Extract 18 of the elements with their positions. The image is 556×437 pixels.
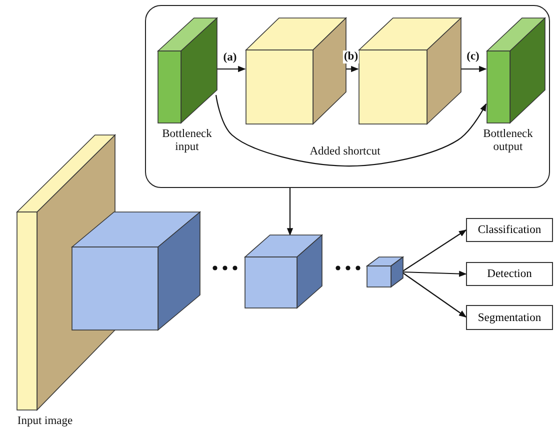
arrow [216,66,246,72]
output-task-box: Segmentation [466,305,553,330]
node-label: Bottleneck input [161,128,213,154]
edge-label: (b) [342,50,360,64]
output-task-box: Classification [466,218,553,242]
arrow [402,270,467,277]
arrow [286,188,294,236]
block-container [145,5,550,188]
arrow [345,66,359,72]
arrow [460,66,487,72]
output-task-box: Detection [466,262,553,286]
edge-label: (c) [466,50,480,64]
node-label: Input image [16,415,74,428]
arrow [402,272,467,318]
arrow [215,94,486,167]
node-label: Bottleneck output [482,128,534,154]
arrow [402,230,467,272]
edge-label: (a) [222,52,238,64]
